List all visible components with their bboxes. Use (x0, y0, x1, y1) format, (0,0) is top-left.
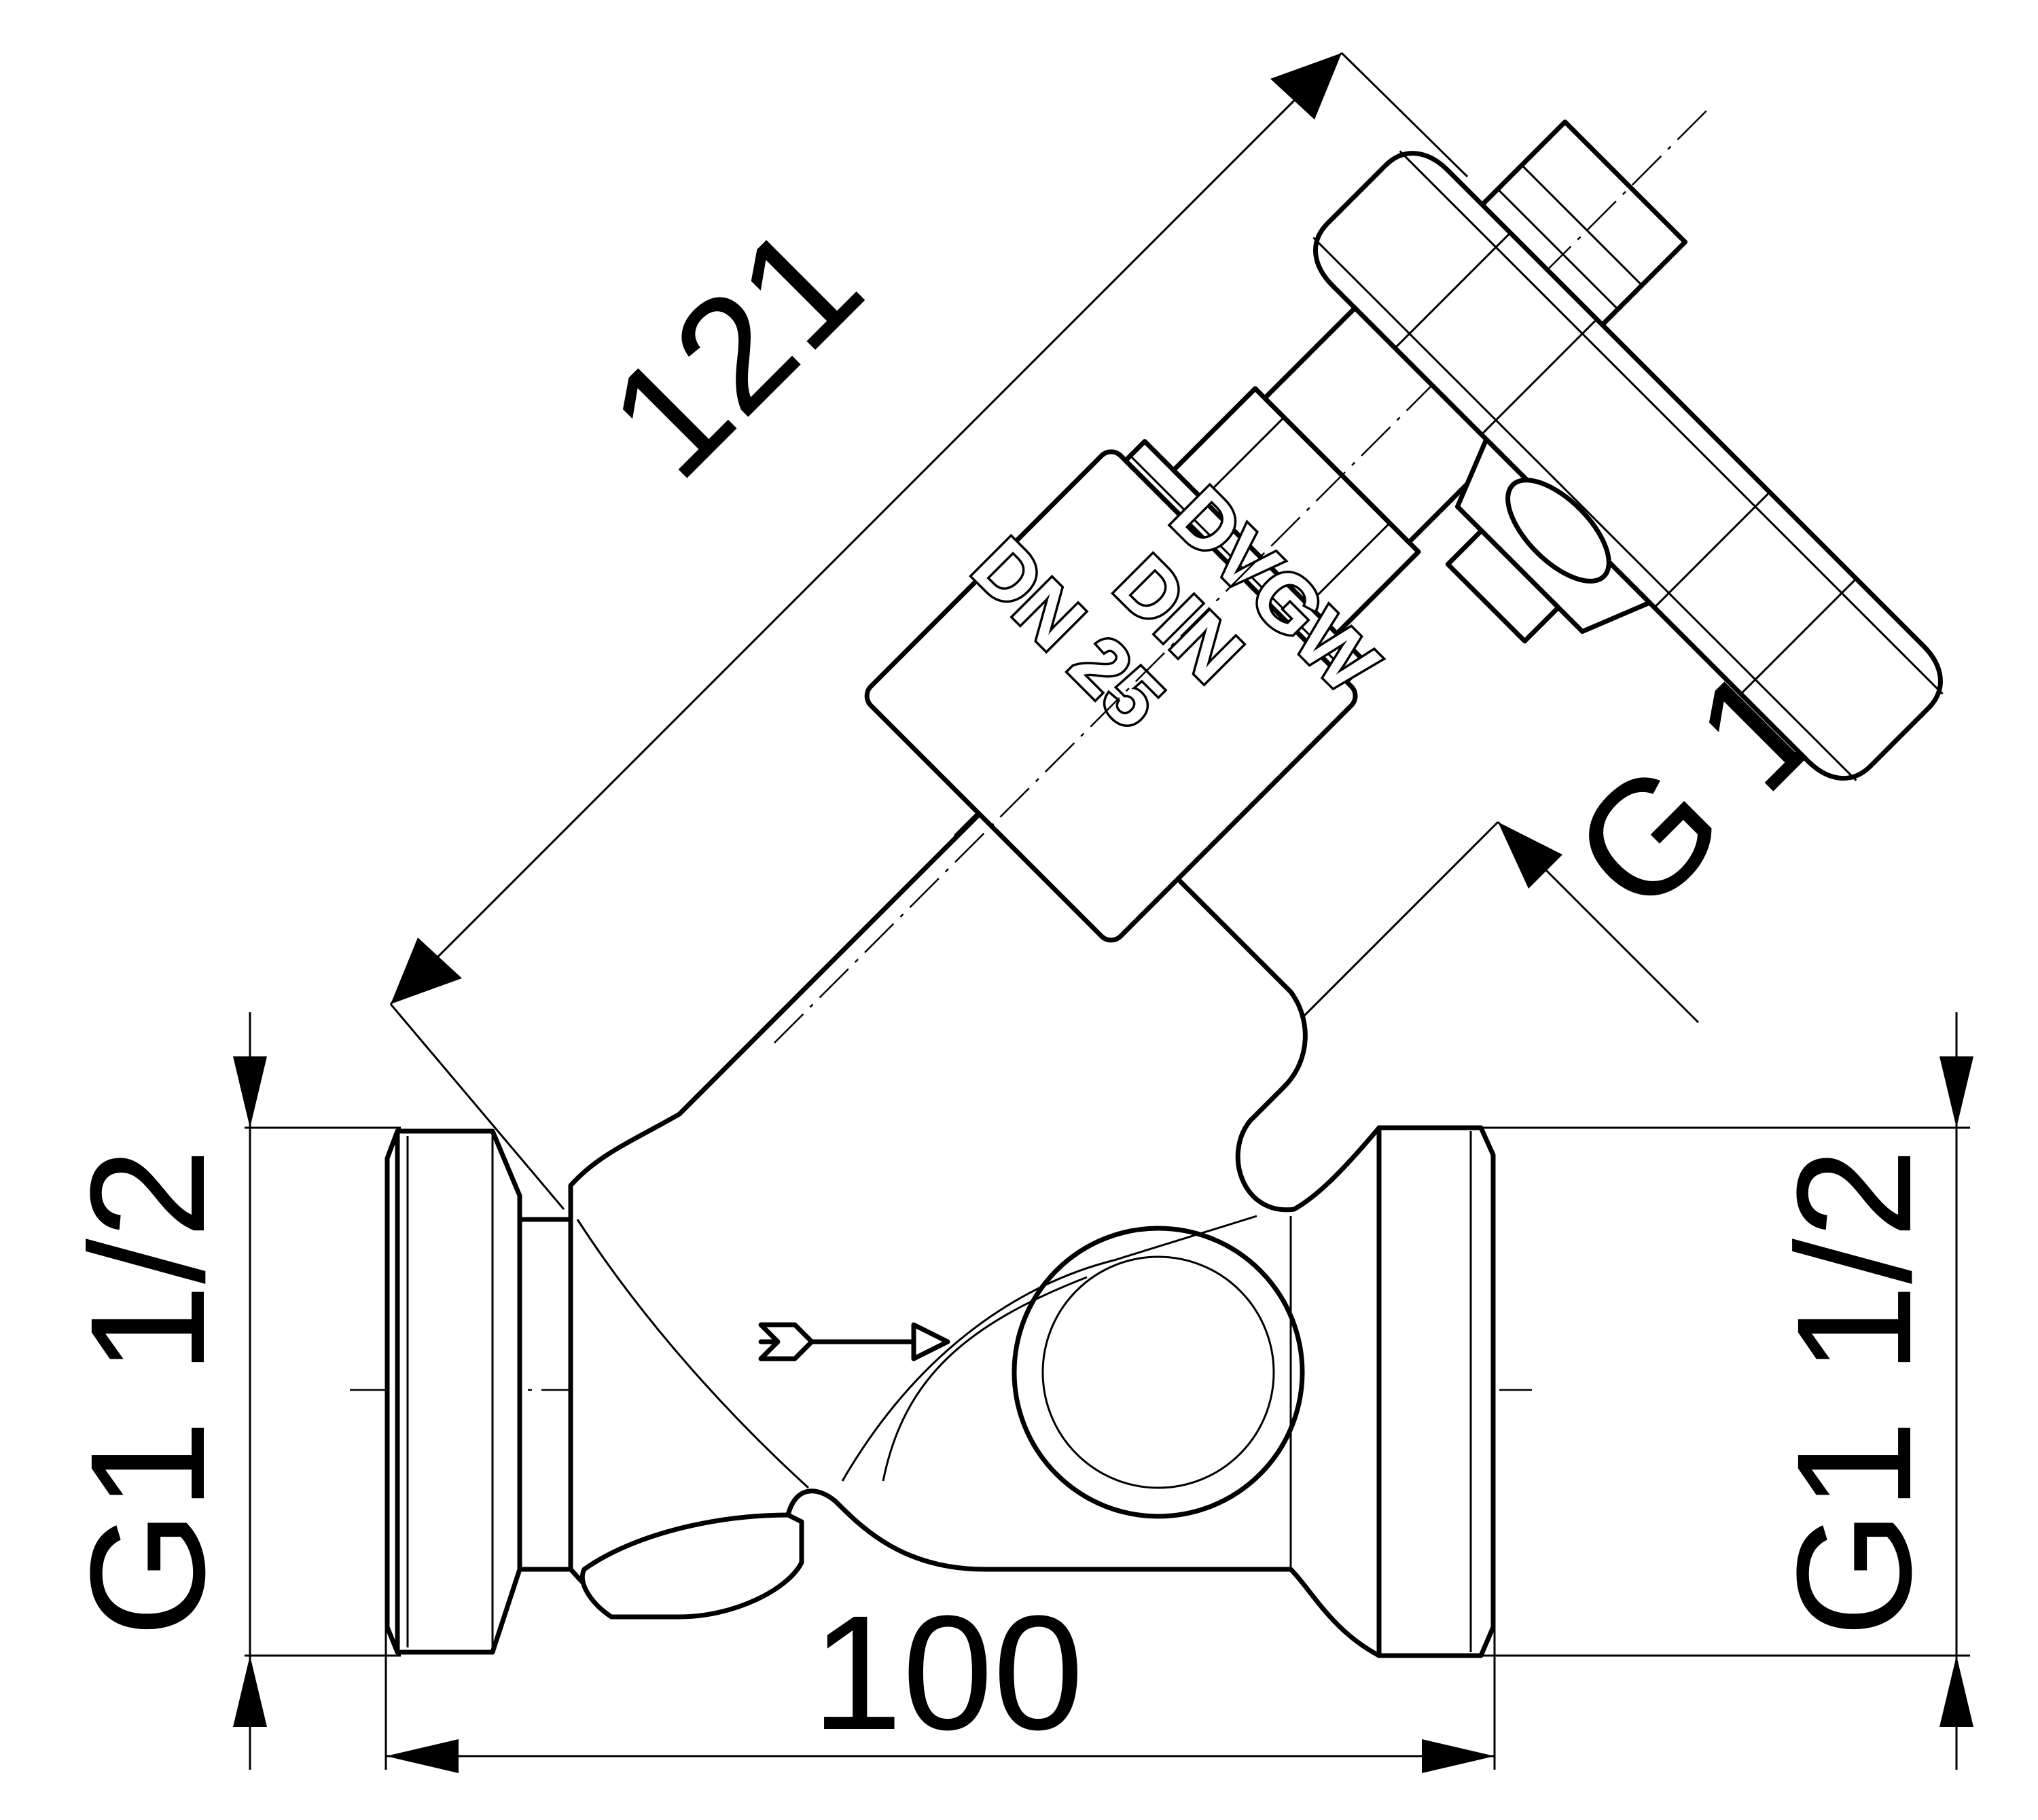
inlet-thread-dimension: G1 1/2 (56, 1012, 401, 1770)
valve-body (568, 772, 1382, 1658)
inlet-thread-label: G1 1/2 (56, 1148, 238, 1637)
side-port (1012, 1226, 1305, 1519)
inlet-coupling (385, 1128, 573, 1655)
length-dimension-label: 100 (812, 1582, 1084, 1764)
bonnet-centerline (774, 105, 1713, 1043)
handwheel (1312, 150, 1944, 781)
length-dimension: 100 (385, 1406, 1496, 1773)
flow-direction-arrow (758, 1322, 950, 1361)
outlet-thread-dimension: G1 1/2 (1481, 1012, 1973, 1770)
drain-plug (579, 1512, 804, 1620)
outlet-coupling (1376, 1125, 1496, 1658)
diagonal-dimension-label: 121 (574, 190, 895, 512)
outlet-thread-label: G1 1/2 (1763, 1148, 1945, 1637)
